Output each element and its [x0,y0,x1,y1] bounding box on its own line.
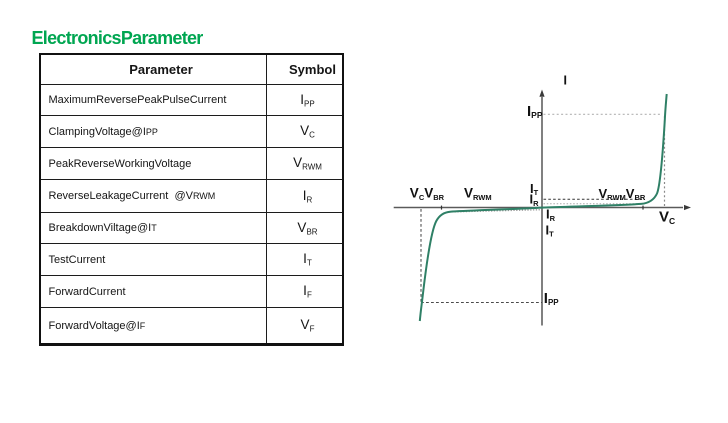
svg-text:VCVBR: VCVBR [410,186,445,202]
svg-text:IR: IR [530,192,540,208]
svg-text:IPP: IPP [544,290,560,307]
svg-text:VRWM: VRWM [464,186,492,202]
svg-text:I: I [564,73,567,87]
svg-text:IT: IT [530,181,539,197]
svg-text:IR: IR [546,207,556,223]
svg-text:VRWMVBR: VRWMVBR [599,186,646,202]
svg-text:IT: IT [546,222,555,238]
svg-text:VC: VC [659,208,675,226]
svg-text:IPP: IPP [527,103,543,120]
